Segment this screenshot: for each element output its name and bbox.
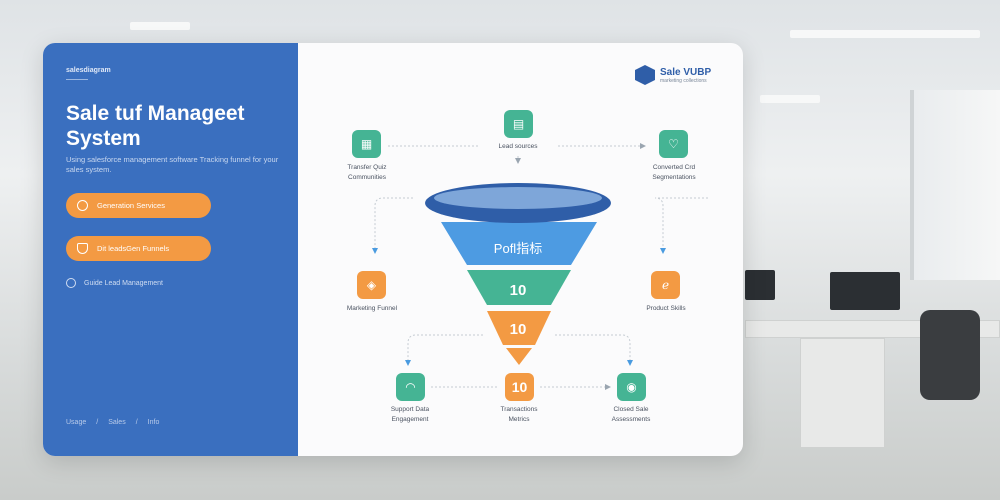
- leaf-icon[interactable]: ◉: [617, 373, 646, 401]
- funnel-stage-1: [441, 222, 597, 265]
- swirl-icon[interactable]: ℯ: [651, 271, 680, 299]
- logo-hex-icon: [635, 65, 655, 85]
- shield-icon[interactable]: ◈: [357, 271, 386, 299]
- sidebar-panel: salesdiagram Sale tuf Manageet System Us…: [43, 43, 298, 456]
- description: Using salesforce management software Tra…: [66, 155, 279, 174]
- label-line: Communities: [348, 174, 386, 181]
- info-icon: [66, 278, 76, 288]
- label-line: Transfer Quiz: [347, 164, 387, 171]
- button-label: Dit leadsGen Funnels: [97, 244, 170, 253]
- monitor: [830, 272, 900, 310]
- funnel-stage-2: [467, 270, 571, 305]
- guide-link[interactable]: Guide Lead Management: [66, 278, 163, 288]
- footer-link[interactable]: Info: [147, 419, 160, 426]
- button-label: Generation Services: [97, 201, 165, 210]
- ceiling-light: [130, 22, 190, 30]
- funnel-diagram: [372, 143, 708, 390]
- funnel-stage-label: Pofl指标: [493, 241, 543, 256]
- connector: [654, 197, 708, 254]
- node-label: Lead sources: [498, 143, 538, 150]
- label-line: Closed Sale: [613, 406, 649, 413]
- lead-funnels-button[interactable]: Dit leadsGen Funnels: [66, 236, 211, 261]
- funnel-opening: [434, 187, 602, 209]
- page-title: Sale tuf Manageet System: [66, 102, 245, 150]
- monitor: [745, 270, 775, 300]
- footer-link[interactable]: Sales: [108, 419, 126, 426]
- office-chair: [920, 310, 980, 400]
- heart-icon[interactable]: ♡: [659, 130, 688, 158]
- label-line: Metrics: [508, 416, 530, 423]
- connector: [372, 197, 413, 254]
- node-label: Product Skills: [646, 305, 686, 312]
- app-card: salesdiagram Sale tuf Manageet System Us…: [43, 43, 743, 456]
- generation-services-button[interactable]: Generation Services: [66, 193, 211, 218]
- drawer-cabinet: [800, 338, 885, 448]
- node-label: Marketing Funnel: [346, 305, 398, 312]
- ceiling-light: [790, 30, 980, 38]
- footer-link[interactable]: Usage: [66, 419, 87, 426]
- connector: [405, 334, 483, 366]
- funnel-stage-value: 10: [509, 321, 527, 338]
- divider: [66, 79, 88, 80]
- funnel-tip: [506, 348, 532, 365]
- label-line: Converted Crd: [652, 164, 696, 171]
- footer-nav: Usage / Sales / Info: [66, 419, 159, 426]
- kicker: salesdiagram: [66, 67, 111, 74]
- funnel-stage-value: 10: [509, 282, 527, 299]
- label-line: Engagement: [391, 416, 429, 423]
- grid-icon[interactable]: ▦: [352, 130, 381, 158]
- label-line: Segmentations: [652, 174, 696, 181]
- table-icon[interactable]: ▤: [504, 110, 533, 138]
- funnel-stage-3: [487, 311, 551, 345]
- separator: /: [135, 419, 138, 426]
- label-line: Transactions: [500, 406, 538, 413]
- logo-name: Sale VUBP: [660, 66, 712, 78]
- ceiling-light: [760, 95, 820, 103]
- shield-icon: [77, 243, 88, 254]
- connector: [555, 334, 633, 366]
- link-label: Guide Lead Management: [84, 279, 163, 287]
- separator: /: [96, 419, 99, 426]
- smile-icon: [77, 200, 88, 211]
- transactions-value[interactable]: 10: [505, 373, 534, 401]
- label-line: Assessments: [611, 416, 651, 423]
- dome-icon[interactable]: ◠: [396, 373, 425, 401]
- label-line: Support Data: [390, 406, 430, 413]
- logo-subtitle: marketing collections: [660, 77, 707, 84]
- window: [910, 90, 1000, 280]
